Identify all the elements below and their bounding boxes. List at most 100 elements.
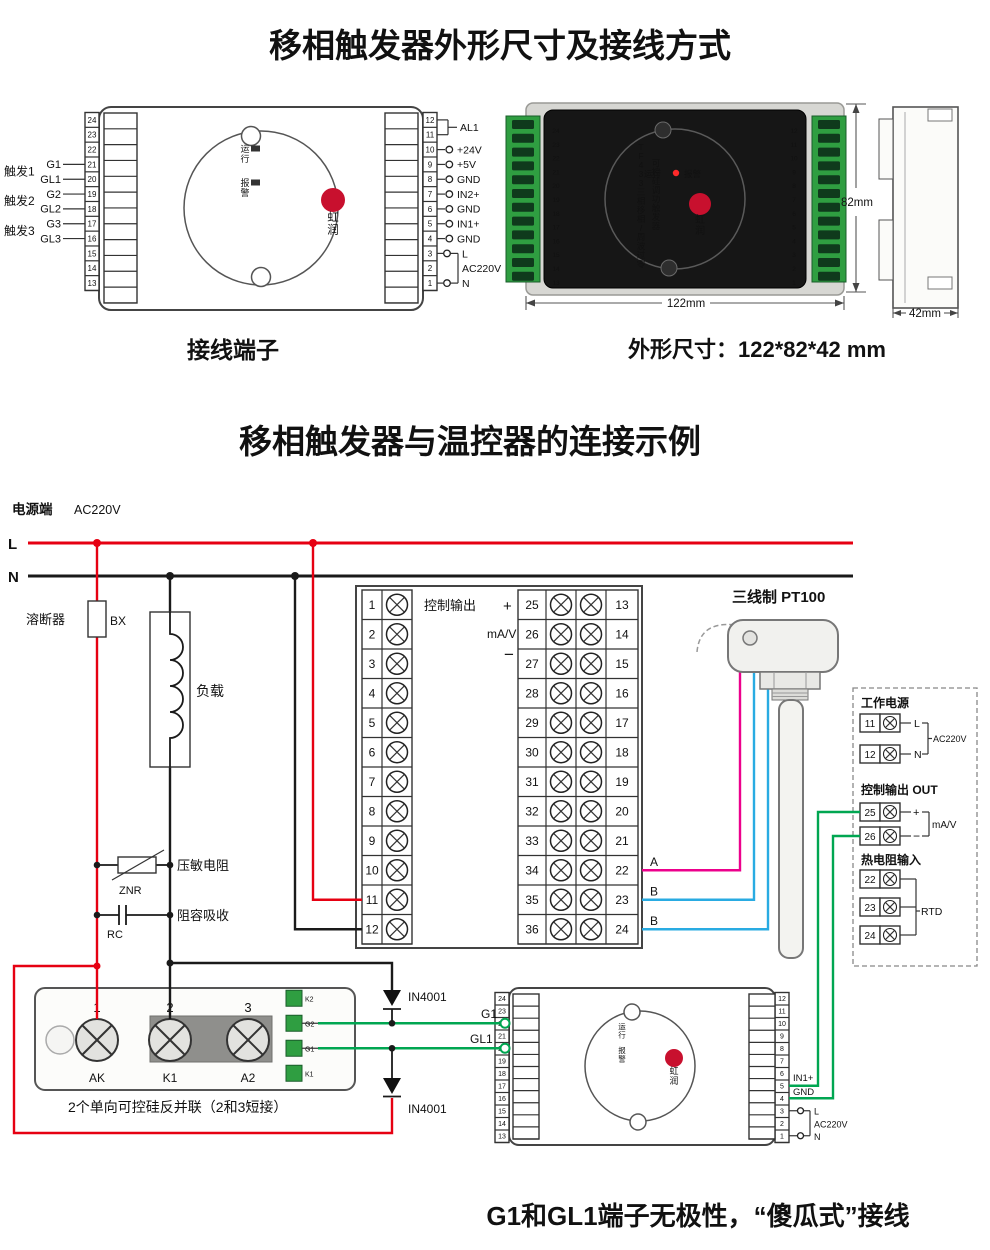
terminal-number: 13	[88, 279, 97, 288]
terminal-number: 12	[778, 996, 786, 1003]
terminal-number: 2	[369, 628, 376, 642]
trigger-group-label: 触发2	[4, 193, 35, 208]
trigger-device-front: 24 23 22 21 20 19 18 17	[4, 106, 501, 311]
legend-ac: AC220V	[933, 734, 967, 744]
terminal-number: 10	[778, 1021, 786, 1028]
terminal-number: 9	[792, 169, 796, 176]
screw-hole-bottom	[250, 266, 272, 288]
brand-logo-mark	[665, 1049, 683, 1067]
in1-label: IN1+	[793, 1073, 814, 1084]
side-notch-bottom	[927, 276, 953, 290]
gate-label: GL3	[40, 233, 61, 245]
source-label: 电源端	[12, 501, 53, 517]
terminal-number: 23	[552, 142, 560, 149]
terminal-number: 24	[552, 128, 560, 135]
terminal-number: 23	[88, 131, 97, 140]
brand-logo-text: 虹润	[327, 211, 339, 237]
run-label: 运行	[240, 144, 249, 164]
varistor-code: ZNR	[119, 885, 142, 897]
run-led	[251, 145, 260, 152]
terminal-number: 33	[525, 834, 539, 848]
right-terminal-block-green	[811, 115, 847, 283]
controller-left-terminals: 1 2 3 4	[362, 593, 412, 945]
terminal-number: 6	[792, 211, 796, 218]
right-terminal-numbers: 12 11 10 9 8 7 6 5	[423, 116, 437, 292]
terminal-number: 14	[615, 628, 629, 642]
page-title: 移相触发器外形尺寸及接线方式	[269, 27, 731, 64]
terminal-number: 18	[88, 205, 97, 214]
wire-letter: B	[650, 914, 658, 928]
terminal-number: 14	[88, 264, 97, 273]
n-to-controller-wire	[293, 576, 362, 931]
right-terminal-block-ticks	[385, 128, 418, 304]
terminal-number: 13	[615, 598, 629, 612]
terminal-number: 7	[792, 197, 796, 204]
io-labels: +24V +5V GND IN2+ GND IN1+	[437, 144, 482, 245]
fuse-code: BX	[110, 614, 126, 628]
minus-label: −	[504, 645, 514, 664]
section-titles: 移相触发器外形尺寸及接线方式 移相触发器与温控器的连接示例 接线端子 外形尺寸：…	[187, 27, 910, 1231]
terminal-number: 9	[428, 160, 433, 169]
terminal-number: 20	[552, 183, 560, 190]
gate-label: GL1	[40, 174, 61, 186]
alarm-led	[251, 179, 260, 186]
scr-pad-label: K1	[163, 1071, 178, 1085]
source-voltage: AC220V	[74, 503, 121, 517]
terminal-number: 2	[428, 264, 433, 273]
terminal-number: 23	[864, 903, 876, 914]
arrow	[526, 299, 535, 307]
terminal-number: 5	[369, 716, 376, 730]
screw-hole-bottom	[629, 1113, 647, 1131]
snubber-code: RC	[107, 929, 123, 941]
pt100-label: 三线制 PT100	[732, 588, 825, 606]
terminal-number: 26	[525, 628, 539, 642]
terminal-number: 29	[525, 716, 539, 730]
terminal-number: 23	[498, 1008, 506, 1015]
run-label: 运行	[618, 1022, 626, 1040]
terminal-number: 28	[525, 687, 539, 701]
terminal-number: 16	[88, 234, 97, 243]
arrow	[852, 283, 860, 292]
scr-pad-label: A2	[241, 1071, 256, 1085]
terminal-number: 8	[792, 183, 796, 190]
terminal-number: 24	[615, 923, 629, 937]
gate-label: G3	[46, 219, 61, 231]
legend-minus: −	[913, 829, 920, 843]
left-terminal-block-ticks	[104, 128, 137, 304]
side-terminal-bottom	[878, 219, 894, 281]
g1-label: G1	[481, 1007, 497, 1021]
side-body	[892, 106, 959, 309]
terminal-number: 24	[88, 116, 97, 125]
terminal-number: 6	[780, 1071, 784, 1078]
wire-letter: A	[650, 855, 658, 869]
left-block-slots	[512, 120, 534, 281]
gnd-to-controller-wire	[789, 834, 860, 1100]
pt100-probe	[778, 699, 804, 959]
terminal-number: 13	[552, 280, 560, 287]
photo-run-label: 运行	[644, 169, 662, 179]
terminal-number: 1	[369, 598, 376, 612]
right-terminal-numbers: 12 11 10 9 8 7 6	[775, 996, 789, 1144]
screw-hole-top	[240, 125, 262, 147]
terminal-number: 21	[498, 1033, 506, 1040]
io-label: GND	[457, 204, 481, 216]
terminal-number: 1	[792, 280, 796, 287]
gnd-label: GND	[793, 1087, 814, 1098]
wire-letter: B	[650, 885, 658, 899]
terminal-number: 13	[498, 1133, 506, 1140]
trigger-group-label: 触发3	[4, 223, 35, 238]
gate-label: G1	[46, 159, 61, 171]
terminal-number: 18	[498, 1071, 506, 1078]
terminal-number: 19	[498, 1058, 506, 1065]
rtd-wire-labels: A B B	[650, 855, 658, 928]
section2-title: 移相触发器与温控器的连接示例	[239, 423, 701, 460]
scr-terminal-3: 3 A2	[226, 1000, 270, 1085]
terminal-number: 36	[525, 923, 539, 937]
line-l-label: L	[8, 536, 17, 553]
legend-rtd: RTD	[921, 906, 943, 918]
legend-plus: +	[913, 807, 919, 819]
g1-terminal-marker	[499, 1017, 511, 1029]
l-label: L	[462, 249, 468, 261]
terminal-number: 11	[426, 131, 435, 140]
ctrl-out-label: 控制输出	[424, 598, 476, 613]
